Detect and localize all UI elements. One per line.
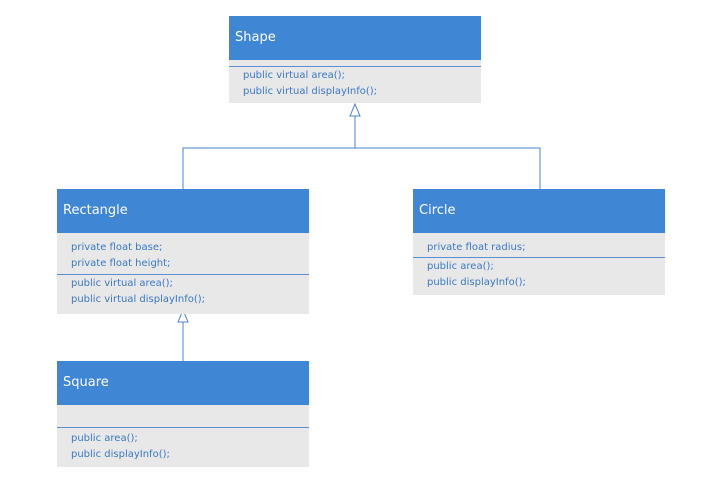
- class-circle-method-1: public area();: [427, 261, 494, 272]
- class-shape-attributes: [229, 60, 481, 65]
- class-shape-methods: public virtual area(); public virtual di…: [229, 68, 481, 103]
- class-square-method-2: public displayInfo();: [71, 449, 170, 460]
- class-circle-methods: public area(); public displayInfo();: [413, 259, 665, 295]
- class-square-name: Square: [57, 361, 309, 405]
- class-rectangle-method-2: public virtual displayInfo();: [71, 294, 206, 305]
- class-rectangle-divider: [57, 274, 309, 275]
- class-circle-attributes: private float radius;: [413, 233, 665, 256]
- class-shape: Shape public virtual area(); public virt…: [229, 16, 481, 103]
- class-circle-attribute-1: private float radius;: [427, 242, 526, 253]
- class-rectangle-attribute-1: private float base;: [71, 242, 163, 253]
- class-square-method-1: public area();: [71, 433, 138, 444]
- class-rectangle-method-1: public virtual area();: [71, 278, 173, 289]
- class-rectangle-name: Rectangle: [57, 189, 309, 233]
- class-square-attributes: [57, 405, 309, 426]
- class-circle-name: Circle: [413, 189, 665, 233]
- edge-rectangle-to-shape: [182, 116, 356, 189]
- class-shape-method-1: public virtual area();: [243, 70, 345, 81]
- class-circle-method-2: public displayInfo();: [427, 277, 526, 288]
- class-rectangle-attribute-2: private float height;: [71, 258, 171, 269]
- class-shape-name: Shape: [229, 16, 481, 60]
- class-square-divider: [57, 427, 309, 428]
- inheritance-arrowhead-rectangle: [177, 308, 189, 323]
- class-rectangle: Rectangle private float base; private fl…: [57, 189, 309, 314]
- class-square-methods: public area(); public displayInfo();: [57, 429, 309, 467]
- class-rectangle-methods: public virtual area(); public virtual di…: [57, 276, 309, 314]
- inheritance-arrowhead-shape: [349, 102, 361, 117]
- class-circle: Circle private float radius; public area…: [413, 189, 665, 295]
- class-circle-divider: [413, 257, 665, 258]
- class-shape-divider: [229, 66, 481, 67]
- class-rectangle-attributes: private float base; private float height…: [57, 233, 309, 273]
- edge-circle-to-shape: [355, 147, 541, 189]
- class-shape-method-2: public virtual displayInfo();: [243, 86, 378, 97]
- class-square: Square public area(); public displayInfo…: [57, 361, 309, 467]
